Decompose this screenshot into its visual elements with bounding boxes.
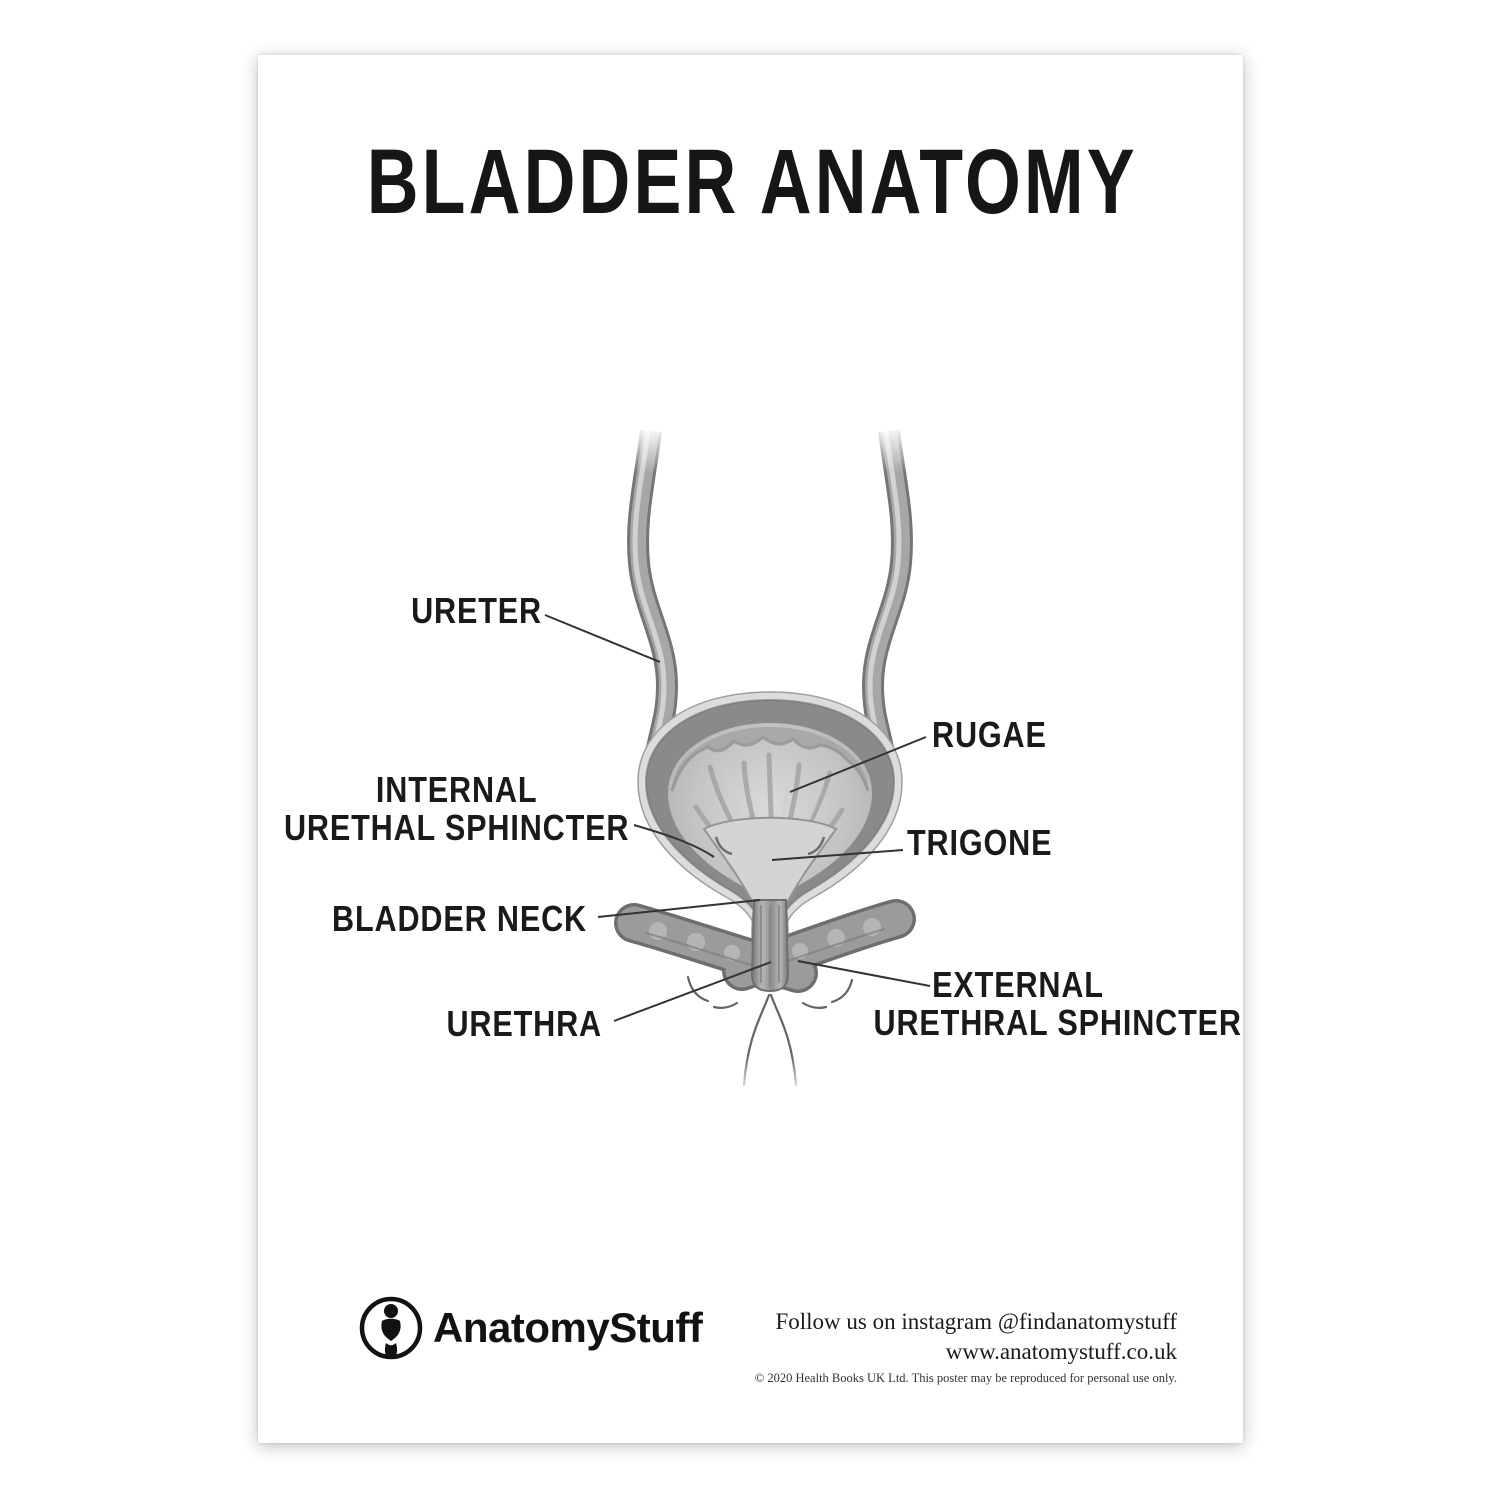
urethra-leader-line xyxy=(613,961,772,1022)
brand-name: AnatomyStuff xyxy=(433,1304,703,1351)
outline-fade-overlay xyxy=(713,1055,833,1097)
urethra-illustration xyxy=(750,899,790,993)
poster-title-row: BLADDER ANATOMY xyxy=(258,130,1243,235)
anatomystuff-logo-icon xyxy=(359,1296,423,1360)
bladder-body-illustration xyxy=(637,691,903,949)
label-bladder-neck: BLADDER NECK xyxy=(332,898,587,939)
label-external-line1: EXTERNAL xyxy=(932,964,1104,1005)
copyright-line: © 2020 Health Books UK Ltd. This poster … xyxy=(754,1371,1177,1385)
poster-sheet: BLADDER ANATOMY xyxy=(258,55,1243,1443)
label-external-line2: URETHRAL SPHINCTER xyxy=(873,1002,1242,1043)
internal-sphincter-leader-line xyxy=(633,824,715,858)
instagram-line: Follow us on instagram @findanatomystuff xyxy=(775,1309,1177,1334)
bladder-neck-leader-line xyxy=(597,899,761,918)
bladder-diagram-illustration xyxy=(544,425,931,1097)
brand-logo: AnatomyStuff xyxy=(358,1295,703,1361)
label-internal-urethal-sphincter: INTERNAL URETHAL SPHINCTER xyxy=(284,771,629,847)
footer-text-block: Follow us on instagram @findanatomystuff… xyxy=(755,1307,1177,1389)
ureter-leader-line xyxy=(544,614,661,663)
label-trigone: TRIGONE xyxy=(907,822,1053,863)
rugae-leader-line xyxy=(789,736,927,793)
label-ureter: URETER xyxy=(411,590,542,631)
label-rugae: RUGAE xyxy=(932,714,1047,755)
website-line: www.anatomystuff.co.uk xyxy=(945,1339,1177,1364)
label-urethra: URETHRA xyxy=(446,1003,602,1044)
external-sphincter-leader-line xyxy=(797,960,931,987)
poster-title: BLADDER ANATOMY xyxy=(366,131,1138,233)
leader-lines xyxy=(544,614,931,1022)
label-internal-line2: URETHAL SPHINCTER xyxy=(283,807,629,848)
label-external-urethral-sphincter: EXTERNAL URETHRAL SPHINCTER xyxy=(873,964,1242,1043)
trigone-leader-line xyxy=(771,849,904,861)
ureter-fade-overlay xyxy=(613,425,923,473)
label-internal-line1: INTERNAL xyxy=(375,769,538,810)
